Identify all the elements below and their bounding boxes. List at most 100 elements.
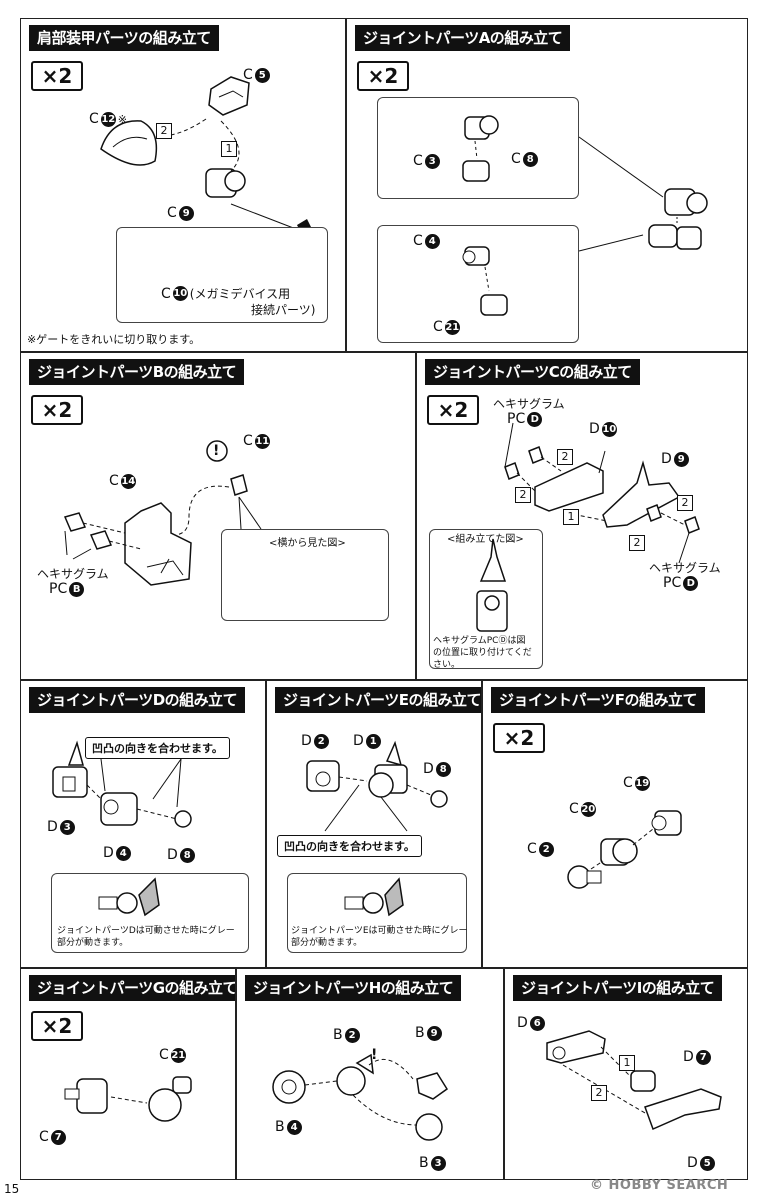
gate-note: ※ゲートをきれいに切り取ります。 — [27, 333, 201, 346]
panel-title: ジョイントパーツDの組み立て — [29, 687, 246, 713]
part-number-circle: 4 — [286, 1119, 302, 1135]
movement-note-box — [287, 873, 467, 953]
multiplier-badge: ×2 — [357, 61, 409, 91]
part-number-circle: 2 — [344, 1027, 360, 1043]
part-number-circle: 10 — [601, 421, 617, 437]
multiplier-badge: ×2 — [427, 395, 479, 425]
step-2-marker: 2 — [591, 1085, 607, 1101]
part-number-circle: 7 — [695, 1049, 711, 1065]
panel-title: ジョイントパーツIの組み立て — [513, 975, 723, 1001]
part-number-circle: 8 — [522, 151, 538, 167]
joint-e-diagram — [306, 740, 448, 917]
assembled-note-3: さい。 — [433, 660, 461, 670]
multiplier-badge: ×2 — [31, 61, 83, 91]
movement-note-2: 部分が動きます。 — [57, 938, 129, 948]
movement-note-1: ジョイントパーツEは可動させた時にグレー — [291, 926, 468, 936]
part-number-circle: 11 — [254, 433, 270, 449]
part-number-circle: 4 — [424, 233, 440, 249]
part-number-circle: 14 — [120, 473, 136, 489]
panel-title: ジョイントパーツCの組み立て — [425, 359, 640, 385]
watermark: © HOBBY SEARCH — [590, 1178, 729, 1193]
part-number-circle: 5 — [699, 1155, 715, 1171]
part-number-circle: 21 — [444, 319, 460, 335]
hexagram-label-2: ヘキサグラム — [649, 561, 721, 575]
movement-note-box — [51, 873, 249, 953]
part-number-circle: 9 — [426, 1025, 442, 1041]
part-number-circle: 5 — [254, 67, 270, 83]
side-view-caption: <横から見た図> — [269, 538, 346, 549]
part-number-circle: 20 — [580, 801, 596, 817]
step-1-marker: 1 — [619, 1055, 635, 1071]
hexagram-label: ヘキサグラム — [37, 567, 109, 581]
multiplier-badge: ×2 — [31, 1011, 83, 1041]
part-number-circle: 6 — [529, 1015, 545, 1031]
panel-title: 肩部装甲パーツの組み立て — [29, 25, 219, 51]
part-number-circle: 3 — [59, 819, 75, 835]
panel-title: ジョイントパーツBの組み立て — [29, 359, 245, 385]
joint-a-diagram — [462, 115, 708, 316]
part-number-circle: D — [683, 575, 699, 591]
part-number-circle: 3 — [430, 1155, 446, 1171]
connector-detail-box — [116, 227, 328, 323]
part-number-circle: 9 — [673, 451, 689, 467]
part-number-circle: 12 — [100, 111, 116, 127]
warning-mark: ! — [213, 443, 220, 459]
joint-h-diagram — [272, 1053, 449, 1141]
connector-caption: 接続パーツ) — [251, 303, 316, 317]
alignment-callout: 凹凸の向きを合わせます。 — [85, 737, 230, 759]
step-marker: 1 — [563, 509, 579, 525]
panel-title: ジョイントパーツAの組み立て — [355, 25, 571, 51]
part-number-circle: 8 — [435, 761, 451, 777]
warning-mark: ! — [371, 1047, 378, 1063]
part-number-circle: 2 — [313, 733, 329, 749]
joint-g-diagram — [64, 1076, 192, 1122]
part-number-circle: 8 — [179, 847, 195, 863]
part-number-circle: 19 — [634, 775, 650, 791]
part-number-circle: 2 — [538, 841, 554, 857]
panel-title: ジョイントパーツHの組み立て — [245, 975, 462, 1001]
assembled-note-2: の位置に取り付けてくだ — [433, 648, 532, 658]
joint-i-diagram — [546, 1030, 722, 1131]
assembled-caption: <組み立てた図> — [447, 534, 524, 545]
side-view-box — [221, 529, 389, 621]
joint-d-diagram — [52, 740, 192, 917]
panel-title: ジョイントパーツGの組み立て — [29, 975, 235, 1001]
step-marker: 2 — [557, 449, 573, 465]
joint-b-diagram — [63, 440, 342, 604]
part-number-circle: 4 — [115, 845, 131, 861]
alignment-callout: 凹凸の向きを合わせます。 — [277, 835, 422, 857]
movement-note-2: 部分が動きます。 — [291, 938, 363, 948]
